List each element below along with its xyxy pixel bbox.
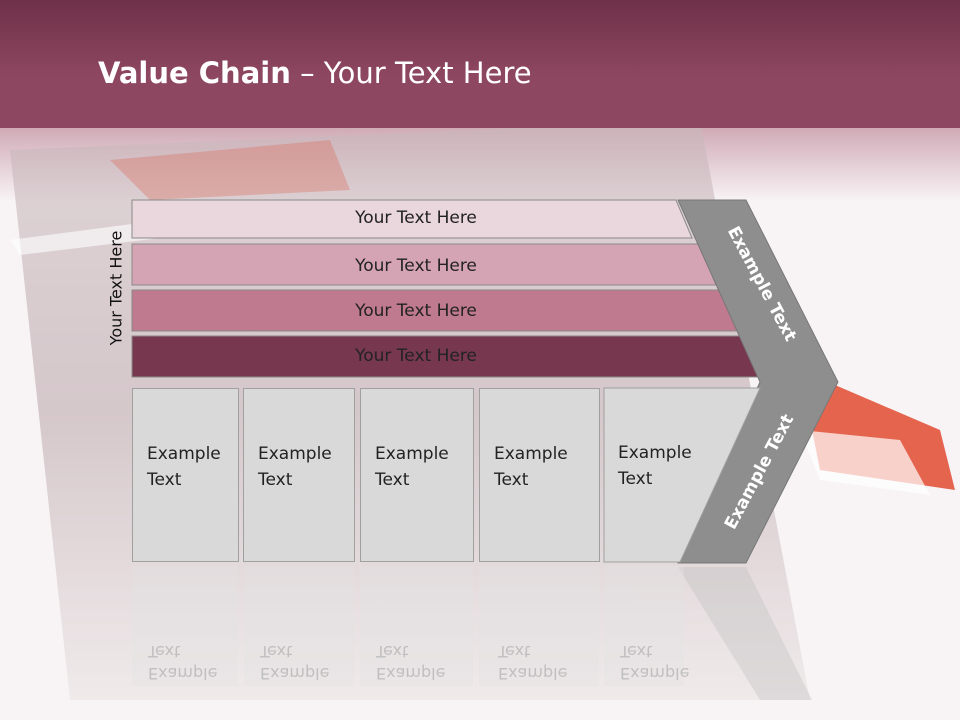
row-band-1: [131, 199, 693, 239]
title-rest: – Your Text Here: [290, 56, 532, 90]
row-label-4: Your Text Here: [355, 346, 477, 366]
activity-box-label: Example Text: [147, 444, 221, 490]
box-label-reflection: Example Text: [498, 642, 568, 683]
activity-box-5: Example Text: [604, 388, 754, 562]
chevron-arrow: [677, 199, 839, 564]
activity-box-label: Example Text: [494, 444, 568, 490]
activity-box-3: Example Text: [360, 388, 474, 562]
title-bold: Value Chain: [98, 56, 291, 90]
box-label-reflection: Example Text: [148, 642, 218, 683]
box-label-reflection: Example Text: [260, 642, 330, 683]
box-label-reflection: Example Text: [620, 642, 690, 683]
slide-title: Value Chain – Your Text Here: [98, 56, 532, 90]
row-label-3: Your Text Here: [355, 301, 477, 321]
activity-box-label: Example Text: [375, 444, 449, 490]
activity-box-label: Example Text: [258, 444, 332, 490]
row-label-1: Your Text Here: [355, 208, 477, 228]
chevron-reflection: [678, 567, 812, 700]
activity-box-2: Example Text: [243, 388, 355, 562]
box-label-reflection: Example Text: [376, 642, 446, 683]
box-5-shape: [603, 387, 761, 563]
activity-box-4: Example Text: [479, 388, 600, 562]
activity-box-1: Example Text: [132, 388, 239, 562]
box-reflections: [132, 566, 684, 686]
row-label-2: Your Text Here: [355, 256, 477, 276]
activity-box-label: Example Text: [618, 443, 692, 489]
